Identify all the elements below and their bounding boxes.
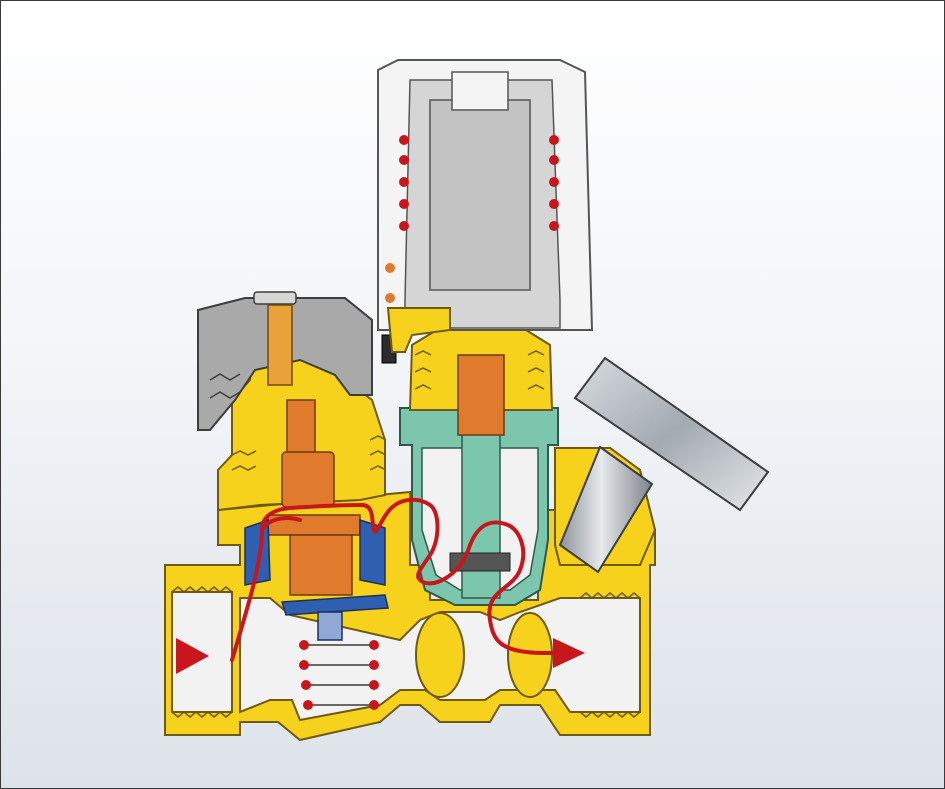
return-spring [299,640,379,710]
regulator-cartridge [267,304,361,596]
central-bonnet [408,324,554,436]
flow-path [230,497,557,662]
thermostatic-head [377,59,594,364]
presetting-cap [197,291,373,431]
outlet-flow-arrow [553,638,585,668]
balancing-dial [554,356,770,574]
inlet-flow-arrow [176,638,209,674]
